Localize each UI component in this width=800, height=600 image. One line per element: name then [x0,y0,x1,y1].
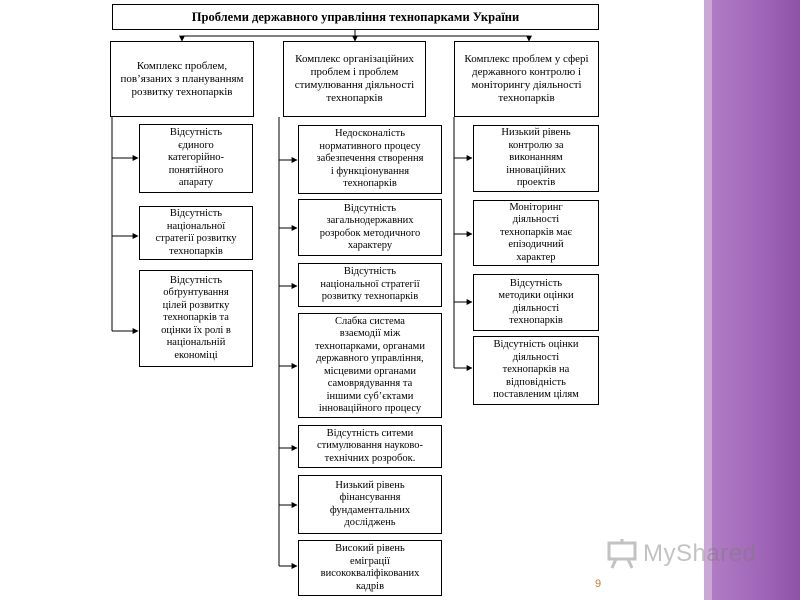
presentation-board-icon [607,539,637,569]
organization-problem-box: Недосконалість нормативного процесу забе… [298,125,442,194]
planning-problem-box: Відсутність національної стратегії розви… [139,206,253,260]
column-header-planning: Комплекс проблем, пов’язаних з плануванн… [110,41,254,117]
decorative-side-strip [704,0,712,600]
control-problem-box: Відсутність оцінки діяльності технопаркі… [473,336,599,405]
page-number: 9 [594,578,602,590]
control-problem-box: Моніторинг діяльності технопарків має еп… [473,200,599,266]
column-header-organization: Комплекс організаційних проблем і пробле… [283,41,426,117]
planning-problem-box: Відсутність обґрунтування цілей розвитку… [139,270,253,367]
organization-problem-box: Відсутність ситеми стимулювання науково-… [298,425,442,468]
logo-text: MyShared [643,540,757,567]
column-header-control: Комплекс проблем у сфері державного конт… [454,41,599,117]
control-problem-box: Низький рівень контролю за виконанням ін… [473,125,599,192]
organization-problem-box: Слабка система взаємодії між технопаркам… [298,313,442,418]
diagram-title: Проблеми державного управління технопарк… [112,4,599,30]
organization-problem-box: Відсутність загальнодержавних розробок м… [298,199,442,256]
organization-problem-box: Низький рівень фінансування фундаменталь… [298,475,442,534]
planning-problem-box: Відсутність єдиного категорійно- понятій… [139,124,253,193]
organization-problem-box: Високий рівень еміграції висококваліфіко… [298,540,442,596]
myshared-logo: MyShared [606,538,756,570]
control-problem-box: Відсутність методики оцінки діяльності т… [473,274,599,331]
organization-problem-box: Відсутність національної стратегії розви… [298,263,442,307]
decorative-side-bar [712,0,800,600]
